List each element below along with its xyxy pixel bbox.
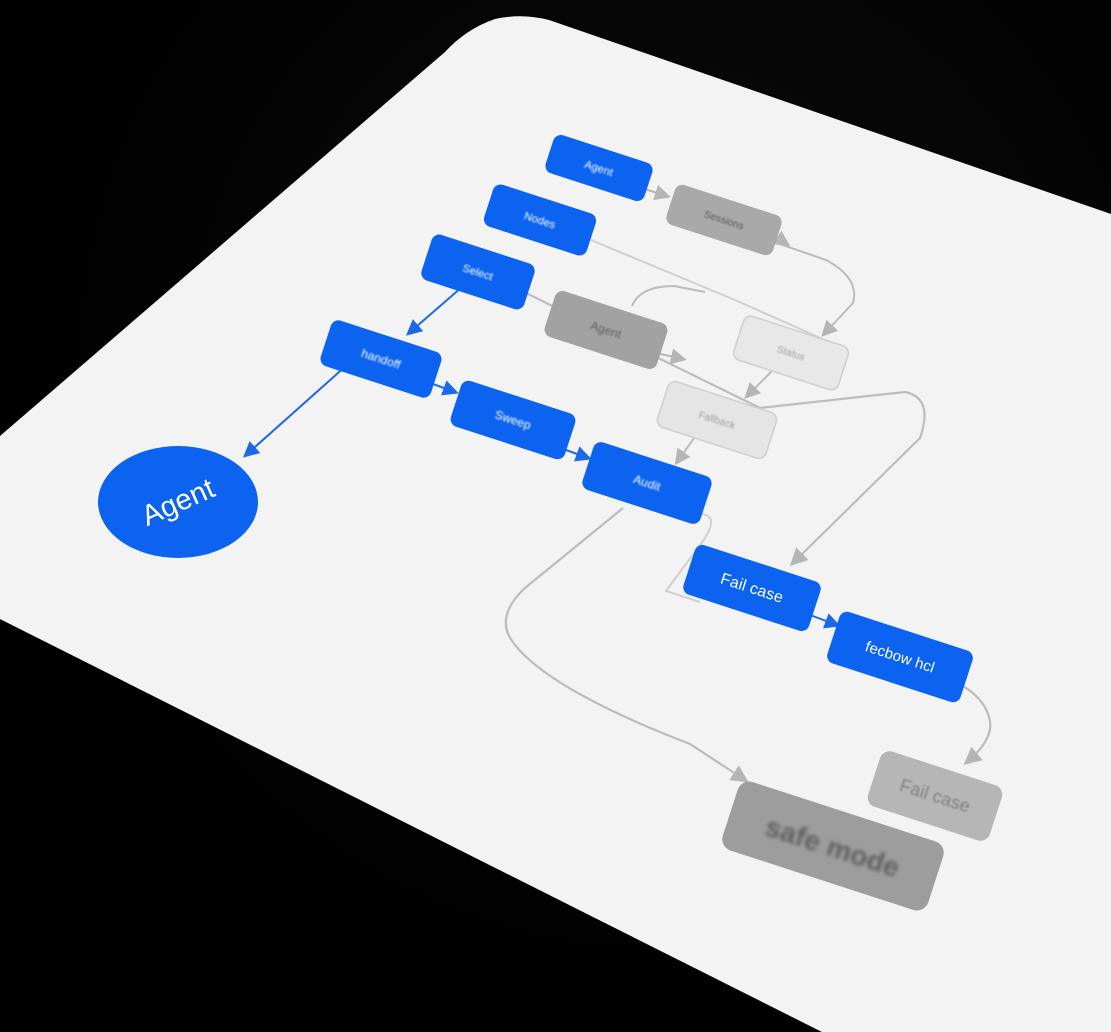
agent-circle-node[interactable]: Agent: [98, 446, 258, 558]
connector-select-to-handoff: [405, 286, 463, 336]
fallback-blue-node[interactable]: fecbow hcl: [825, 610, 975, 705]
connector-status-to-fallback: [744, 369, 774, 399]
gray-node-top-box: [666, 184, 782, 256]
blue-node-top[interactable]: Agent: [543, 133, 654, 203]
fail-case-blue-box: [683, 544, 821, 632]
connector-third-blue-to-fail-case: [523, 291, 926, 567]
connector-gray-agent-curve: [631, 284, 706, 307]
blue-node-second-box: [483, 184, 597, 256]
connector-sessions-to-status: [776, 242, 856, 337]
connector-status-back: [772, 230, 791, 247]
fail-case-gray-box: [867, 751, 1003, 841]
handoff-node-box: [320, 320, 442, 398]
safe-mode-box: [722, 781, 944, 911]
fallback-blue-box: [827, 611, 973, 703]
gray-node-top[interactable]: Sessions: [664, 183, 783, 258]
sweep-node[interactable]: Sweep: [449, 379, 578, 462]
connector-fallback-blue-to-fail-case-gray: [962, 685, 992, 765]
gray-light-node-status[interactable]: Status: [732, 314, 851, 392]
blue-node-third-box: [421, 234, 535, 310]
sweep-node-box: [450, 380, 576, 460]
blue-node-third[interactable]: Select: [419, 232, 537, 311]
blue-node-second[interactable]: Nodes: [482, 182, 598, 257]
gray-light-node-status-box: [732, 315, 850, 391]
blue-node-top-box: [545, 134, 653, 202]
audit-node-box: [582, 442, 712, 524]
gray-light-node-fallback[interactable]: Fallback: [655, 380, 778, 461]
board: [0, 16, 1111, 1032]
gray-light-node-fallback-box: [656, 380, 778, 460]
connector-audit-to-safe-mode: [504, 507, 749, 783]
connector-fallback-to-audit: [674, 433, 698, 466]
gray-agent-node[interactable]: Agent: [542, 289, 669, 371]
board-surface: [0, 16, 1111, 1032]
fail-case-gray-node[interactable]: Fail case: [865, 749, 1005, 844]
handoff-node[interactable]: handoff: [318, 318, 443, 399]
audit-node[interactable]: Audit: [580, 440, 713, 526]
connector-audit-loop: [664, 507, 713, 603]
gray-agent-box: [544, 291, 668, 369]
fail-case-blue-node[interactable]: Fail case: [681, 543, 823, 633]
connector-handoff-to-agent-circle: [243, 364, 348, 458]
connector-second-blue-long: [590, 239, 826, 341]
agent-circle-shape: [98, 446, 258, 558]
